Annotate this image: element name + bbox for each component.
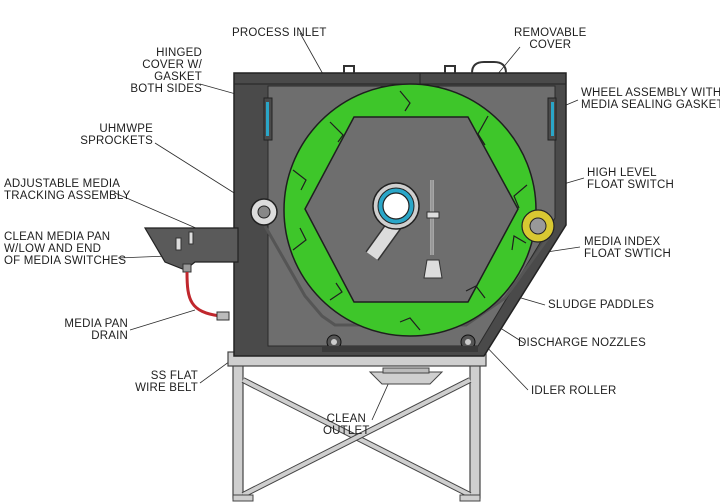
label-sludge-paddles: SLUDGE PADDLES (548, 299, 655, 311)
drain-hose (185, 271, 230, 321)
label-idler-roller: IDLER ROLLER (531, 385, 617, 397)
label-discharge-nozzles: DISCHARGE NOZZLES (518, 337, 647, 349)
idler-rollers (326, 209, 555, 350)
hinged-covers (263, 97, 557, 141)
clean-media-pan (143, 227, 239, 273)
process-inlet-pipe (365, 182, 420, 261)
bottom-trough (322, 346, 478, 352)
wire-belt (263, 225, 550, 327)
uhmwpe-sprocket (250, 198, 278, 226)
float-switches (423, 180, 443, 279)
clean-outlet-fitting (368, 367, 444, 385)
label-process-inlet: PROCESS INLET (232, 27, 327, 39)
cover-handles (343, 61, 507, 74)
